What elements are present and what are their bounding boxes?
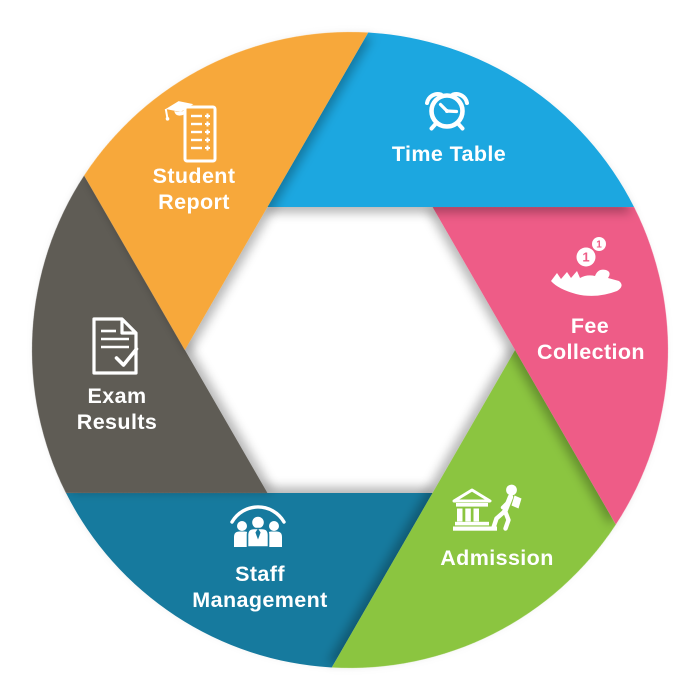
label-time-table: Time Table: [392, 142, 506, 166]
alarm-clock-icon: [425, 92, 469, 131]
label-management: Management: [192, 588, 327, 612]
people-group-icon: [230, 505, 286, 548]
segment-time-table: [267, 32, 634, 207]
graduation-cap-icon: [164, 101, 194, 121]
coins-in-hand-icon: 1 1: [551, 237, 622, 296]
building-walker-icon: [452, 484, 522, 531]
label-collection: Collection: [537, 340, 645, 364]
label-exam: Exam: [88, 384, 147, 408]
label-fee: Fee: [571, 314, 609, 338]
graduate-document-icon: [164, 101, 217, 163]
coin-small: [592, 237, 606, 251]
tie-shape: [255, 528, 261, 540]
label-report: Report: [158, 190, 230, 214]
segment-labels: Time Table Fee Collection Admission Staf…: [77, 142, 645, 612]
label-results: Results: [77, 410, 157, 434]
segment-student-report: [84, 32, 369, 351]
label-student: Student: [153, 164, 236, 188]
label-staff: Staff: [235, 562, 285, 586]
coin-small-value: 1: [596, 240, 602, 251]
coin-large: [576, 247, 596, 267]
segment-exam-results: [32, 175, 268, 494]
coin-large-value: 1: [582, 250, 589, 265]
segment-staff-management: [66, 493, 433, 668]
checked-document-icon: [92, 317, 139, 375]
label-admission: Admission: [440, 546, 554, 570]
